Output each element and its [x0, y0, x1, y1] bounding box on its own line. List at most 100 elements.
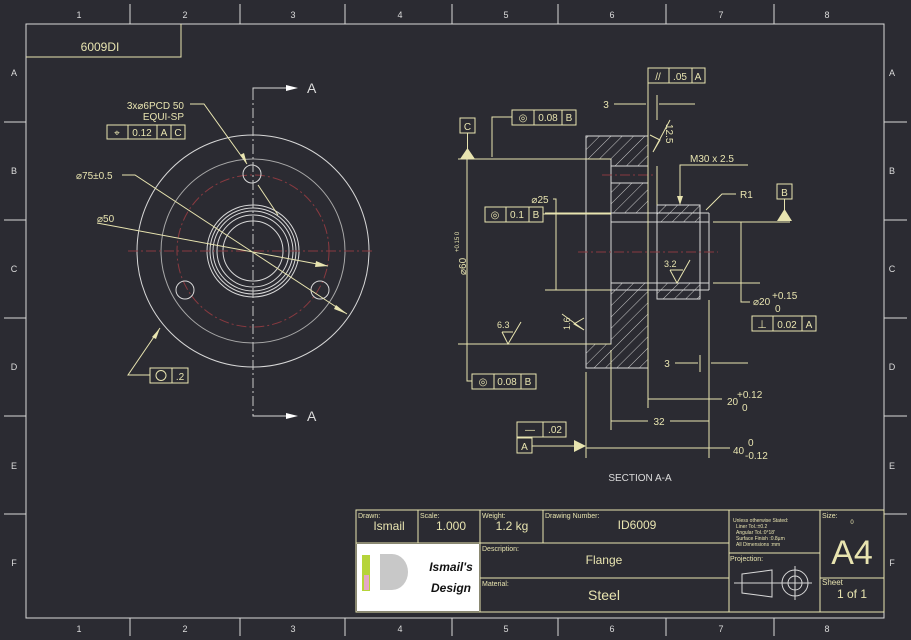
sheet-size: A4	[831, 534, 873, 572]
perpendicularity-frame: ⊥ 0.02 A	[751, 315, 817, 332]
section-label-top: A	[307, 80, 317, 96]
position-tol-datum-c: C	[174, 128, 181, 139]
scale-label: Scale:	[420, 513, 440, 520]
perpendicularity-datum: A	[806, 320, 813, 331]
radius-dim: R1	[740, 190, 753, 201]
weight-label: Weight:	[482, 513, 506, 520]
dim-32: 32	[653, 417, 665, 428]
bolt-hole	[175, 280, 195, 300]
projection-label: Projection:	[730, 556, 763, 563]
svg-text:Ismail's: Ismail's	[429, 560, 473, 574]
zone-row-d: D	[11, 362, 18, 372]
concentricity-frame-bottom: ◎ 0.08 B	[466, 373, 537, 390]
concentricity-datum: B	[533, 210, 540, 221]
holes-note: 3x⌀6PCD 50	[127, 101, 185, 112]
zone-row-b: B	[11, 166, 17, 176]
thread-spec: M30 x 2.5	[690, 154, 734, 165]
concentricity-icon: ◎	[491, 210, 500, 221]
zone-row-e-right: E	[889, 461, 895, 471]
dia20-lower-tol: 0	[775, 304, 781, 315]
dim-40-lower-tol: -0.12	[745, 451, 768, 462]
concentricity-value: 0.08	[497, 377, 517, 388]
zone-col-1: 1	[76, 10, 81, 20]
dia20-dim: ⌀20	[753, 297, 771, 308]
datum-b-label: B	[781, 188, 788, 199]
third-angle-projection-icon	[734, 566, 812, 600]
description-value: Flange	[586, 553, 623, 567]
size-small: 0	[850, 520, 854, 526]
perpendicularity-icon: ⊥	[757, 319, 767, 331]
mirrored-id-text: 6009DI	[81, 40, 120, 54]
flatness-icon: —	[525, 425, 535, 436]
concentricity-icon: ◎	[479, 377, 488, 388]
bolt-hole	[242, 164, 262, 184]
dia25-dim: ⌀25	[531, 195, 549, 206]
dim-20: 20	[727, 397, 739, 408]
zone-col-4-bottom: 4	[397, 624, 402, 634]
perpendicularity-value: 0.02	[777, 320, 797, 331]
dim-20-upper-tol: +0.12	[737, 390, 763, 401]
outer-diameter-dim: ⌀75±0.5	[76, 171, 113, 182]
drawing-number-label: Drawing Number:	[545, 513, 600, 520]
dia20-upper-tol: +0.15	[772, 291, 798, 302]
flatness-frame: — .02	[516, 421, 567, 438]
zone-row-a: A	[11, 68, 17, 78]
zone-col-3: 3	[290, 10, 295, 20]
description-label: Description:	[482, 546, 519, 553]
flatness-value: .02	[548, 425, 562, 436]
company-logo: Ismail's Design	[357, 544, 479, 611]
section-label-bottom: A	[307, 408, 317, 424]
roughness-3-2: 3.2	[664, 259, 677, 269]
concentricity-datum: B	[566, 113, 573, 124]
zone-row-f: F	[11, 558, 17, 568]
material-label: Material:	[482, 581, 509, 588]
zone-col-6-bottom: 6	[609, 624, 614, 634]
zone-col-7-bottom: 7	[718, 624, 723, 634]
roughness-12-5: 12.5	[663, 124, 674, 144]
mirrored-id-box: 6009DI	[26, 24, 182, 58]
position-tol-value: 0.12	[132, 128, 152, 139]
pcd-diameter-dim: ⌀50	[97, 214, 115, 225]
sheet-label: Sheet	[822, 578, 844, 587]
concentricity-frame-top: ◎ 0.08 B	[491, 109, 577, 157]
position-tolerance-frame: ⌖ 0.12 A C	[106, 124, 186, 140]
zone-row-a-right: A	[889, 68, 895, 78]
drawing-number: ID6009	[618, 518, 657, 532]
zone-row-d-right: D	[889, 362, 896, 372]
dim-3-bottom: 3	[664, 359, 670, 370]
drawn-label: Drawn:	[358, 513, 380, 520]
position-tol-datum-a: A	[161, 128, 168, 139]
material-value: Steel	[588, 587, 620, 603]
concentricity-icon: ◎	[519, 113, 528, 124]
concentricity-value: 0.1	[510, 210, 524, 221]
concentricity-frame-mid: ◎ 0.1 B	[484, 206, 611, 223]
note-line: Unless otherwise Stated:	[733, 518, 788, 524]
title-block: Drawn: Ismail Scale: 1.000 Weight: 1.2 k…	[355, 509, 885, 613]
dia60-tolerance: +0.15 0	[455, 231, 461, 252]
position-icon: ⌖	[114, 128, 120, 139]
holes-note-2: EQUI-SP	[143, 112, 184, 123]
zone-row-c: C	[11, 264, 18, 274]
zone-col-8-bottom: 8	[824, 624, 829, 634]
zone-col-3-bottom: 3	[290, 624, 295, 634]
circularity-icon	[155, 370, 167, 381]
circularity-value: .2	[176, 372, 185, 383]
drawn-value: Ismail	[373, 519, 404, 533]
zone-row-c-right: C	[889, 264, 896, 274]
note-line: Angular Tol.:0°18'	[736, 530, 775, 536]
section-view: // .05 A 3 12.5 C ◎ 0.08 B M30 x 2.5 R1 …	[455, 67, 817, 484]
zone-col-7: 7	[718, 10, 723, 20]
zone-row-f-right: F	[889, 558, 895, 568]
zone-col-4: 4	[397, 10, 402, 20]
zone-row-b-right: B	[889, 166, 895, 176]
dim-20-lower-tol: 0	[742, 403, 748, 414]
dim-40: 40	[733, 446, 745, 457]
datum-c-label: C	[464, 122, 471, 133]
parallelism-datum: A	[695, 72, 702, 83]
front-view: A A 3x⌀6PCD 50 EQUI-SP ⌖ 0.12 A C ⌀75±0.…	[76, 80, 375, 424]
scale-value: 1.000	[436, 519, 466, 533]
dim-40-upper-tol: 0	[748, 438, 754, 449]
drawing-frame: 1 2 3 4 5 6 7 8 1 2 3 4 5 6 7 8 A B C D …	[4, 4, 907, 636]
dia60-dim: ⌀60	[458, 257, 469, 275]
